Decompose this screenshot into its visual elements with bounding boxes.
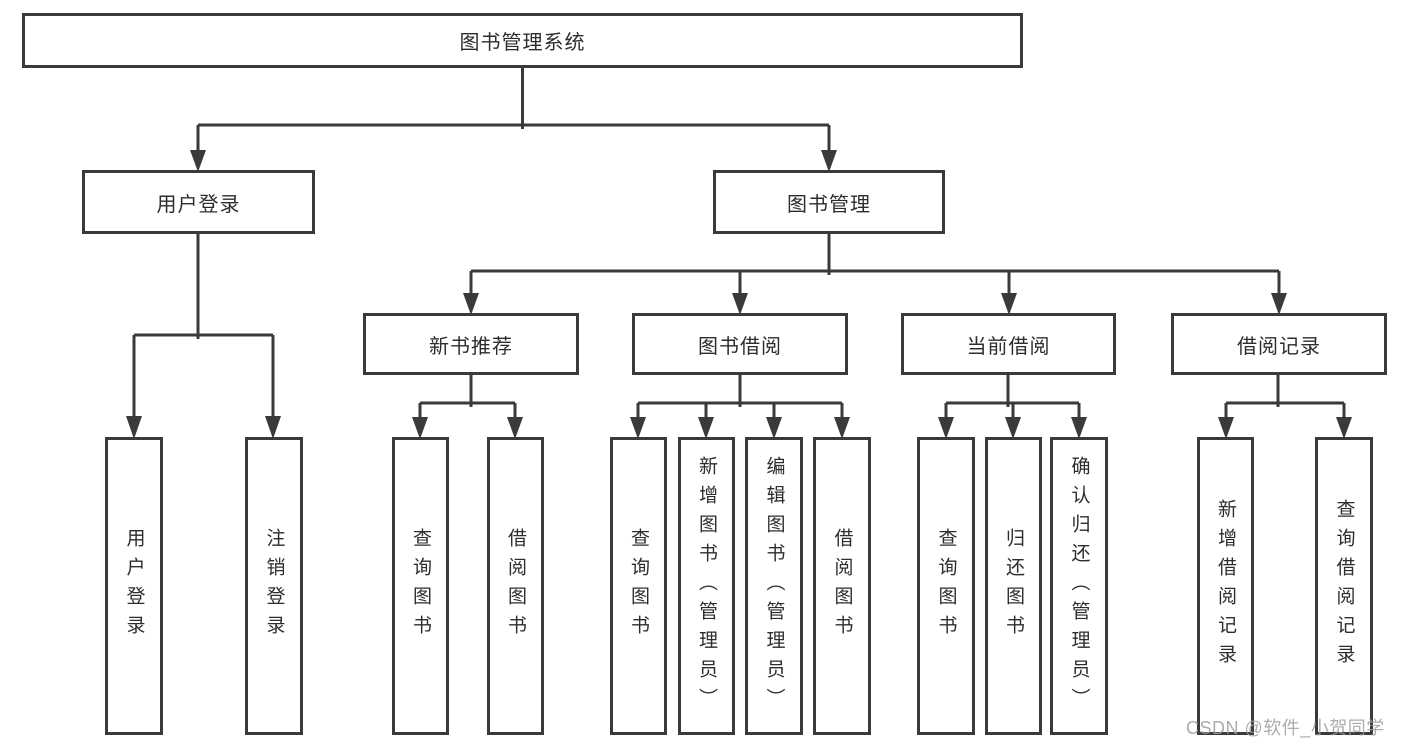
leaf-borrow-books-borrow-label: 借阅图书 [831, 528, 853, 644]
connector-book-borrow [630, 375, 850, 439]
leaf-add-borrow-record-label: 新增借阅记录 [1215, 499, 1236, 673]
connector-book-management [463, 234, 1287, 315]
leaf-logout: 注销登录 [245, 437, 303, 735]
connector-root [190, 68, 837, 172]
leaf-return-book: 归还图书 [985, 437, 1042, 735]
node-library-management-system: 图书管理系统 [22, 13, 1023, 68]
connector-new-book-recommend [412, 375, 523, 439]
connector-borrow-records [1218, 375, 1352, 439]
connector-current-borrow [938, 375, 1087, 439]
leaf-return-book-label: 归还图书 [1003, 528, 1024, 644]
node-user-login: 用户登录 [82, 170, 315, 234]
node-current-borrow: 当前借阅 [901, 313, 1116, 375]
leaf-query-books-borrow: 查询图书 [610, 437, 667, 735]
leaf-query-books-current-label: 查询图书 [935, 528, 957, 644]
leaf-confirm-return-admin-label: 确认归还（管理员） [1068, 455, 1090, 717]
leaf-borrow-books-recommend-label: 借阅图书 [505, 528, 526, 644]
leaf-query-books-current: 查询图书 [917, 437, 975, 735]
leaf-user-login-label: 用户登录 [123, 528, 145, 644]
leaf-add-book-admin-label: 新增图书（管理员） [696, 455, 717, 717]
leaf-query-books-recommend-label: 查询图书 [410, 528, 431, 644]
node-borrow-records: 借阅记录 [1171, 313, 1387, 375]
node-book-management: 图书管理 [713, 170, 945, 234]
node-book-borrow: 图书借阅 [632, 313, 848, 375]
leaf-borrow-books-recommend: 借阅图书 [487, 437, 544, 735]
leaf-edit-book-admin-label: 编辑图书（管理员） [763, 455, 785, 717]
leaf-user-login: 用户登录 [105, 437, 163, 735]
csdn-watermark: CSDN @软件_小贺同学 [1186, 718, 1385, 738]
leaf-query-books-borrow-label: 查询图书 [628, 528, 649, 644]
leaf-logout-label: 注销登录 [263, 528, 285, 644]
leaf-confirm-return-admin: 确认归还（管理员） [1050, 437, 1108, 735]
leaf-borrow-books-borrow: 借阅图书 [813, 437, 871, 735]
leaf-query-borrow-record: 查询借阅记录 [1315, 437, 1373, 735]
leaf-add-borrow-record: 新增借阅记录 [1197, 437, 1254, 735]
leaf-query-books-recommend: 查询图书 [392, 437, 449, 735]
node-new-book-recommend: 新书推荐 [363, 313, 579, 375]
leaf-query-borrow-record-label: 查询借阅记录 [1333, 499, 1355, 673]
leaf-add-book-admin: 新增图书（管理员） [678, 437, 735, 735]
connector-user-login [126, 234, 281, 439]
leaf-edit-book-admin: 编辑图书（管理员） [745, 437, 803, 735]
